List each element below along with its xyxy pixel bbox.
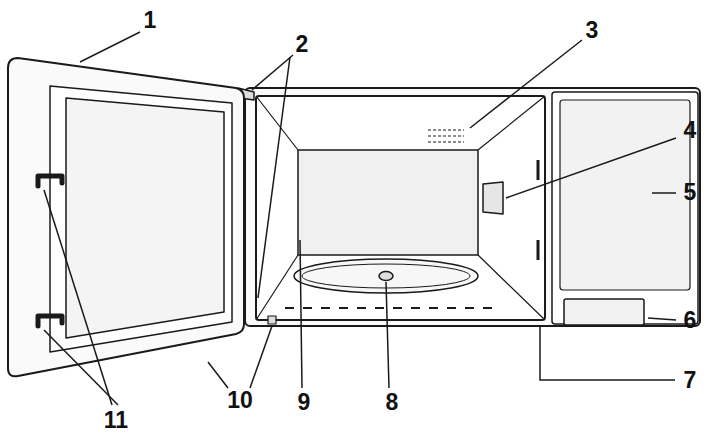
latch-upper [38,176,62,186]
turntable-hub [379,272,393,281]
door [8,58,244,376]
oven-body [245,88,700,326]
callout-number: 10 [227,389,253,412]
floor-line [285,307,500,309]
callout-number: 5 [684,181,697,204]
callout-number: 7 [684,369,697,392]
hinge-lower [268,316,276,324]
callout-number: 3 [586,19,599,42]
vents [428,130,464,142]
callout-number: 4 [684,119,697,142]
door-window [66,98,224,338]
callout-number: 9 [298,391,311,414]
callout-number: 1 [144,9,157,32]
door-frame [50,86,232,352]
callout-number: 11 [104,409,128,432]
leader-lines [44,32,676,405]
cavity-frame [256,96,545,320]
door-release [564,299,644,325]
panel-face [560,100,690,290]
interlock-slots [537,160,540,260]
callout-number: 8 [386,391,399,414]
waveguide-cover [483,182,503,214]
latch-lower [38,316,62,326]
callout-number: 2 [296,33,309,56]
cavity-perspective [256,96,545,320]
control-panel [552,92,698,324]
callout-number: 6 [684,309,697,332]
cavity-back-wall [298,150,478,255]
